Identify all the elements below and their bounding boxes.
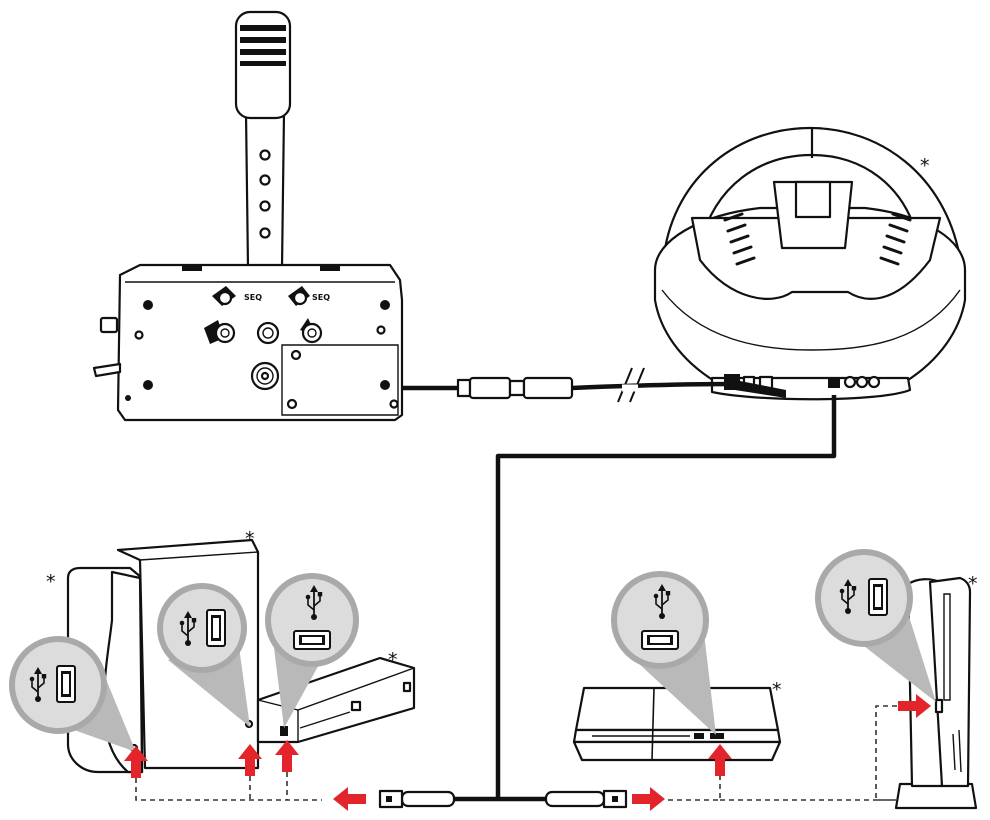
usb-port-icon	[641, 630, 679, 650]
usb-callout-ps4	[611, 571, 716, 735]
red-arrow-icon	[275, 740, 299, 772]
red-arrow-icon	[333, 787, 366, 811]
asterisk-xbox-one: *	[388, 649, 398, 671]
shifter-cable	[402, 367, 736, 403]
asterisk-ps4: *	[772, 679, 782, 701]
seq-label-left: SEQ	[244, 293, 262, 302]
ps5-console: *	[894, 573, 978, 810]
usb-port-icon	[206, 609, 226, 647]
usb-port-icon	[56, 665, 76, 703]
usb-callout-xbox-s	[9, 636, 136, 752]
asterisk-wheel: *	[920, 155, 930, 177]
usb-callout-xbox-one	[265, 573, 359, 728]
asterisk-xbox-x: *	[245, 528, 255, 550]
usb-port-icon	[868, 578, 888, 616]
usb-callout-xbox-x	[157, 583, 250, 727]
shifter-device: SEQ SEQ	[92, 10, 404, 422]
usb-plug-right	[544, 789, 628, 809]
usb-callout-ps5	[815, 549, 936, 702]
seq-label-right: SEQ	[312, 293, 330, 302]
usb-port-icon	[293, 630, 331, 650]
asterisk-xbox-s: *	[46, 571, 56, 593]
red-arrow-icon	[632, 787, 665, 811]
dashed-routes	[135, 705, 898, 801]
asterisk-ps5: *	[968, 573, 978, 595]
usb-plug-left	[378, 789, 456, 809]
xbox-one: *	[256, 649, 416, 744]
usb-cable	[495, 395, 837, 799]
wheel-base: *	[653, 126, 967, 401]
